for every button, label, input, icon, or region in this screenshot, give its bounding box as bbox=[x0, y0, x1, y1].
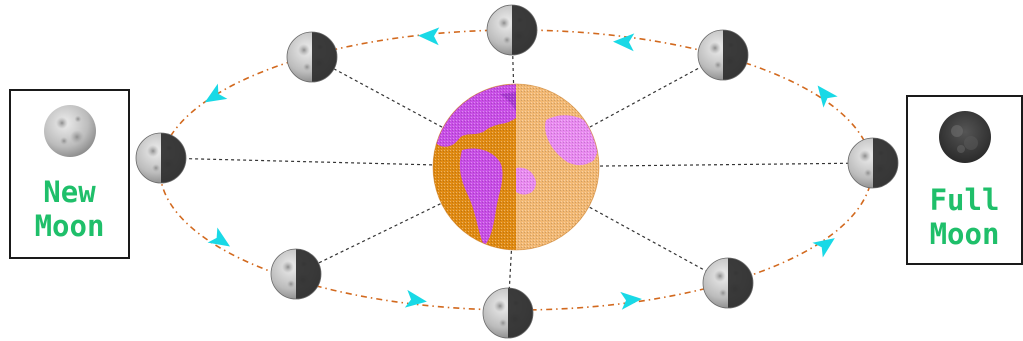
moon-icon bbox=[271, 249, 321, 299]
arrow-icon bbox=[418, 27, 440, 46]
new-moon-label: New Moon bbox=[11, 175, 128, 243]
moon-icon bbox=[136, 133, 186, 183]
moon-icon bbox=[848, 138, 898, 188]
arrow-icon bbox=[811, 80, 838, 108]
arrow-icon bbox=[620, 290, 642, 310]
earth-icon bbox=[430, 80, 602, 255]
arrow-icon bbox=[812, 231, 840, 258]
moon-icon bbox=[483, 288, 533, 338]
moon-icon bbox=[40, 101, 100, 161]
moon-icon bbox=[703, 258, 753, 308]
arrow-icon bbox=[208, 228, 235, 255]
arrow-icon bbox=[405, 290, 428, 311]
moon-icon bbox=[287, 32, 337, 82]
arrow-icon bbox=[200, 84, 227, 110]
moon-icon bbox=[487, 5, 537, 55]
moon-icon bbox=[935, 107, 995, 167]
full-moon-label: Full Moon bbox=[908, 183, 1021, 251]
arrow-icon bbox=[613, 33, 635, 52]
moon-icon bbox=[698, 30, 748, 80]
full-moon-panel: Full Moon bbox=[906, 95, 1023, 265]
new-moon-panel: New Moon bbox=[9, 89, 130, 259]
